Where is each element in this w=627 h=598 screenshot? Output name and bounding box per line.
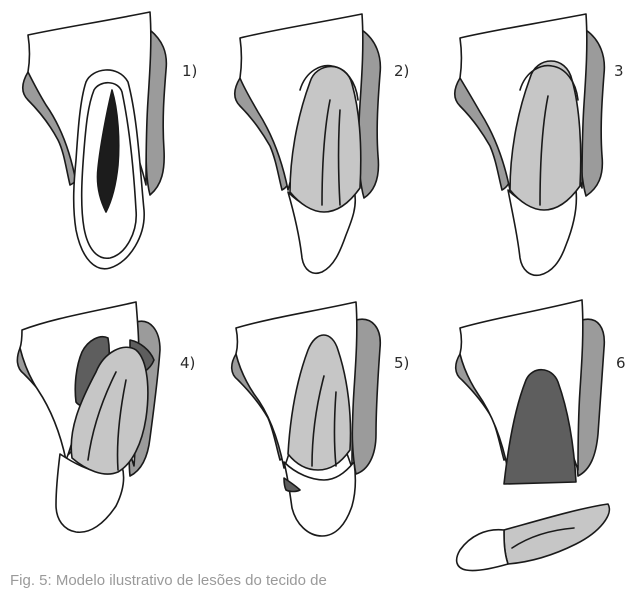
panel-6-label: 6 bbox=[616, 354, 626, 372]
avulsed-tooth-crown bbox=[457, 530, 508, 571]
crown bbox=[284, 462, 355, 536]
panel-4: 4) bbox=[17, 302, 195, 532]
panel-2: 2) bbox=[235, 14, 410, 273]
panel-2-label: 2) bbox=[394, 62, 409, 80]
figure-caption: Fig. 5: Modelo ilustrativo de lesões do … bbox=[10, 572, 327, 589]
panel-4-label: 4) bbox=[180, 354, 195, 372]
panel-3-label: 3 bbox=[614, 62, 624, 80]
panel-1-label: 1) bbox=[182, 62, 197, 80]
panel-5-label: 5) bbox=[394, 354, 409, 372]
panel-3: 3 bbox=[455, 14, 624, 275]
panel-6: 6 bbox=[456, 300, 626, 571]
panel-1: 1) bbox=[23, 12, 198, 269]
panel-5: 5) bbox=[232, 302, 410, 536]
avulsed-tooth-root bbox=[504, 504, 609, 564]
